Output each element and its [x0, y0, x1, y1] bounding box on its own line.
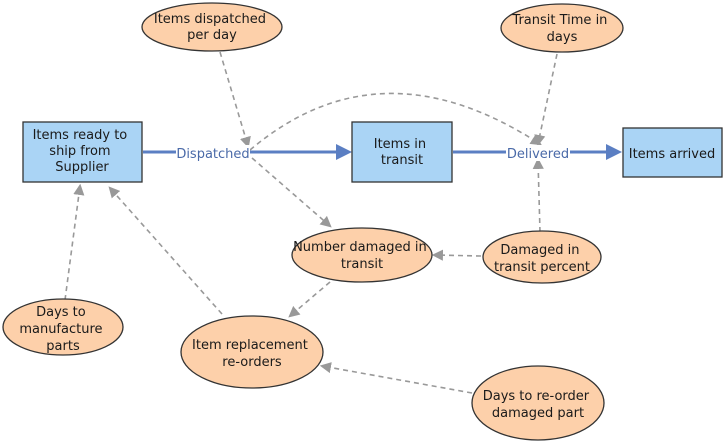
variable-item-replacement[interactable]: Item replacement re-orders	[180, 315, 324, 389]
flow-arrowhead-delivered	[606, 144, 622, 160]
stock-items-in-transit-box	[351, 121, 453, 183]
flow-label-delivered-bg	[506, 145, 570, 161]
variable-transit-time-shape	[500, 3, 624, 53]
link-number-damaged-to-replacement	[288, 281, 331, 318]
flow-pipes	[143, 144, 622, 160]
flow-arrowhead-dispatched	[336, 144, 352, 160]
stock-items-ready-box	[22, 121, 143, 183]
variable-number-damaged[interactable]: Number damaged in transit	[291, 227, 433, 283]
variable-transit-time[interactable]: Transit Time in days	[500, 3, 624, 53]
causal-links	[64, 51, 558, 394]
variable-items-dispatched-label: Items dispatched per day	[154, 12, 270, 43]
stock-items-ready-label: Items ready to ship from Supplier	[33, 128, 132, 175]
variable-damaged-percent[interactable]: Damaged in transit percent	[482, 230, 602, 284]
variable-days-manufacture[interactable]: Days to manufacture parts	[2, 298, 124, 356]
variable-days-reorder-shape	[471, 365, 605, 441]
variable-number-damaged-label: Number damaged in transit	[293, 240, 431, 272]
flow-label-dispatched[interactable]: Dispatched	[176, 147, 249, 162]
link-transit-time-to-delivered	[534, 53, 558, 147]
link-items-dispatched-to-dispatched	[219, 51, 251, 149]
flow-label-delivered[interactable]: Delivered	[507, 147, 569, 162]
stock-items-arrived-label: Items arrived	[629, 147, 715, 162]
variable-item-replacement-label: Item replacement re-orders	[192, 338, 312, 370]
stock-items-arrived[interactable]: Items arrived	[622, 127, 723, 178]
link-days-manufacture-to-ready	[64, 183, 85, 301]
stock-items-in-transit[interactable]: Items in transit	[351, 121, 453, 183]
stocks: Items ready to ship from Supplier Items …	[22, 121, 723, 183]
variable-items-dispatched-shape	[141, 2, 283, 52]
variable-transit-time-label: Transit Time in days	[511, 13, 611, 45]
variable-days-manufacture-label: Days to manufacture parts	[19, 305, 106, 354]
variables: Items dispatched per day Transit Time in…	[2, 2, 624, 441]
stock-items-arrived-box	[622, 127, 723, 178]
variable-days-reorder-label: Days to re-order damaged part	[483, 389, 594, 421]
variable-damaged-percent-label: Damaged in transit percent	[494, 243, 590, 275]
link-days-reorder-to-replacement	[319, 362, 473, 394]
link-damaged-percent-to-delivered	[532, 157, 544, 233]
flow-labels: Dispatched Delivered	[176, 145, 570, 162]
flow-label-dispatched-bg	[176, 145, 250, 161]
link-damaged-percent-to-number-damaged	[431, 249, 482, 261]
stock-items-ready[interactable]: Items ready to ship from Supplier	[22, 121, 143, 183]
stock-items-in-transit-label: Items in transit	[374, 137, 431, 168]
variable-items-dispatched-per-day[interactable]: Items dispatched per day	[141, 2, 283, 52]
variable-damaged-percent-shape	[482, 230, 602, 284]
variable-number-damaged-shape	[291, 227, 433, 283]
variable-days-manufacture-shape	[2, 298, 124, 356]
link-replacement-to-ready	[108, 186, 223, 315]
variable-item-replacement-shape	[180, 315, 324, 389]
variable-days-reorder[interactable]: Days to re-order damaged part	[471, 365, 605, 441]
link-dispatched-to-number-damaged	[251, 157, 332, 228]
